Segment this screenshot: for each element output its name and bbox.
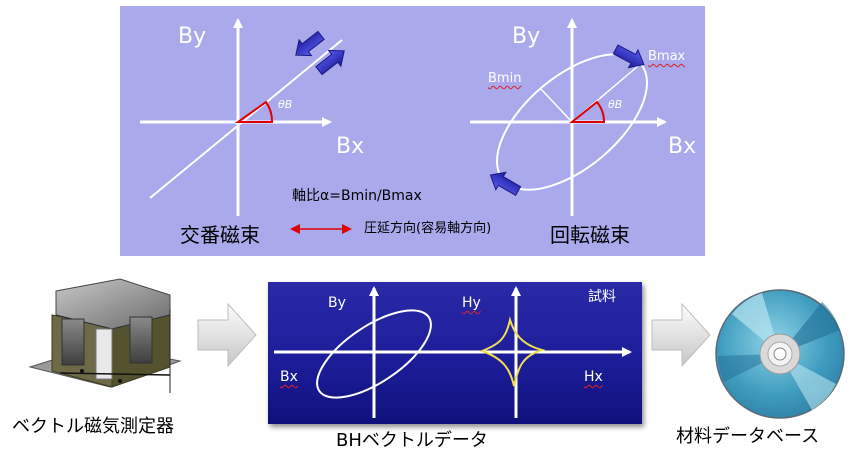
left-theta-label: θB xyxy=(278,98,293,111)
flow-arrow-right-2-icon xyxy=(651,302,711,368)
rotating-arrow-right-icon xyxy=(612,44,645,69)
alternating-flux-title: 交番磁束 xyxy=(180,223,260,247)
right-bx-label: Bx xyxy=(668,134,697,159)
bh-by-label: By xyxy=(328,295,346,311)
bh-hx-label: Hx xyxy=(584,369,603,385)
device-caption: ベクトル磁気測定器 xyxy=(12,416,174,437)
bh-graphics xyxy=(274,286,632,418)
b-locus-ellipse xyxy=(316,309,432,399)
rolling-direction-text: 圧延方向(容易軸方向) xyxy=(364,221,492,236)
flux-diagram-graphics xyxy=(140,18,667,234)
h-locus-curve xyxy=(479,316,546,387)
database-caption: 材料データベース xyxy=(676,426,820,447)
bh-vector-data-panel: 試料 By Bx Hy Hx xyxy=(268,282,642,424)
right-by-label: By xyxy=(512,24,541,49)
rolling-direction-arrow-icon xyxy=(290,224,352,234)
alternating-arrow-down-icon xyxy=(295,30,325,57)
bmax-label: Bmax xyxy=(648,49,686,64)
bmin-line xyxy=(539,87,573,123)
sample-label: 試料 xyxy=(588,289,616,305)
database-disc-icon xyxy=(715,289,845,419)
alternating-flux-line xyxy=(149,39,343,199)
axis-ratio-text: 軸比α=Bmin/Bmax xyxy=(292,188,422,204)
bh-data-caption: BHベクトルデータ xyxy=(336,430,488,451)
right-angle-arc xyxy=(569,100,606,123)
left-bx-label: Bx xyxy=(336,134,365,159)
bh-bx-label: Bx xyxy=(280,369,298,385)
left-angle-arc xyxy=(234,100,274,123)
flow-arrow-right-icon xyxy=(197,302,257,368)
rotating-arrow-left-icon xyxy=(489,171,522,197)
bmin-label: Bmin xyxy=(488,71,522,86)
measuring-device-image xyxy=(28,278,182,393)
bh-hy-label: Hy xyxy=(462,295,481,311)
right-theta-label: θB xyxy=(608,98,623,111)
left-by-label: By xyxy=(178,24,207,49)
flux-diagram-panel: By Bx θB By Bx θB Bmin Bmax 軸比α=Bmin/Bma… xyxy=(120,6,705,256)
alternating-arrow-up-icon xyxy=(315,49,345,76)
rotating-flux-title: 回転磁束 xyxy=(550,223,630,247)
